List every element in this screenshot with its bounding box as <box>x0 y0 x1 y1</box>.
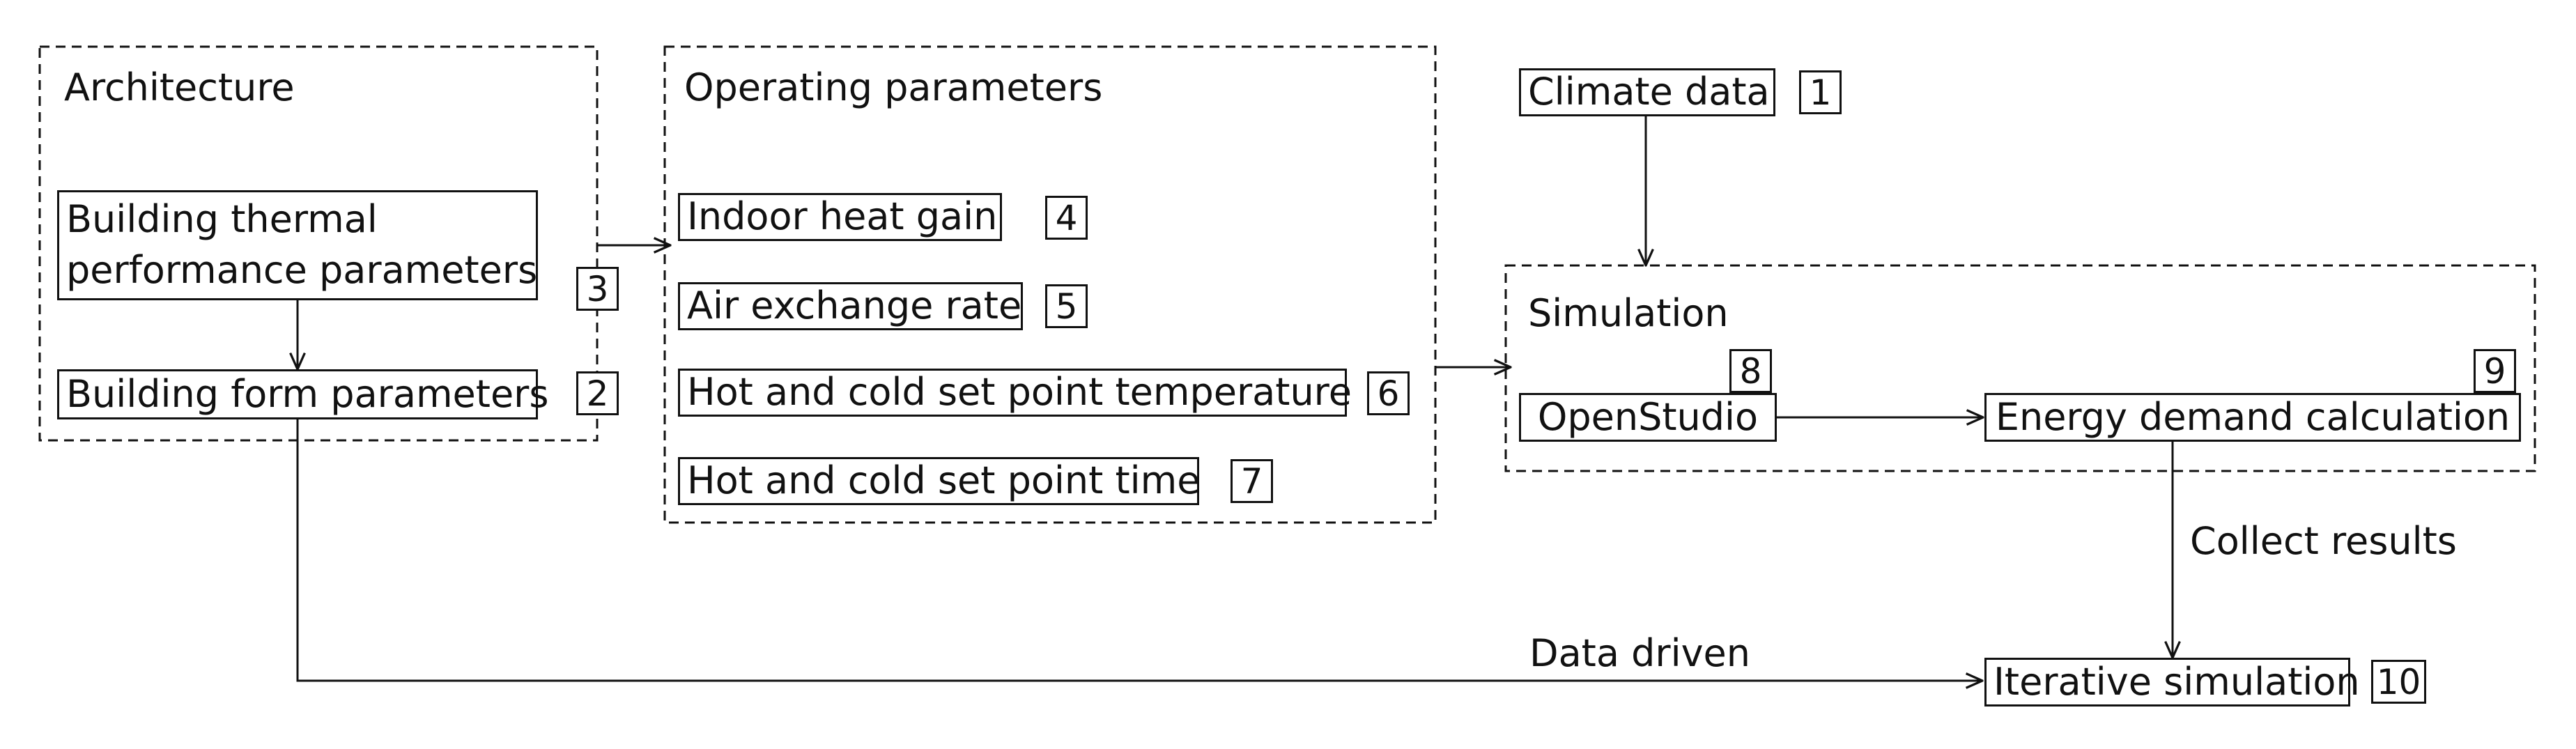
step-number-5: 5 <box>1045 284 1088 328</box>
data-driven-label: Data driven <box>1529 631 1750 675</box>
operating-group-frame <box>663 45 1437 524</box>
iterative-simulation-node: Iterative simulation <box>1984 658 2360 706</box>
simulation-group-frame <box>1504 264 2536 472</box>
iterative-simulation-label: Iterative simulation <box>1993 659 2360 704</box>
operating-group-title: Operating parameters <box>684 65 1103 109</box>
energy-demand-node: Energy demand calculation <box>1984 393 2521 442</box>
step-number-2: 2 <box>576 371 619 415</box>
thermal-parameters-line1: Building thermal <box>66 197 378 242</box>
set-point-time-label: Hot and cold set point time <box>687 458 1201 503</box>
thermal-parameters-line2: performance parameters <box>66 248 538 292</box>
step-number-1: 1 <box>1799 70 1842 114</box>
air-exchange-rate-label: Air exchange rate <box>687 284 1022 328</box>
step-number-9: 9 <box>2474 349 2516 393</box>
set-point-time-node: Hot and cold set point time <box>678 457 1201 505</box>
form-parameters-node: Building form parameters <box>57 369 549 419</box>
simulation-group-title: Simulation <box>1528 291 1729 335</box>
climate-data-node: Climate data <box>1519 68 1775 116</box>
indoor-heat-gain-node: Indoor heat gain <box>678 193 1002 241</box>
thermal-parameters-node: Building thermal performance parameters <box>57 190 538 300</box>
set-point-temperature-label: Hot and cold set point temperature <box>687 370 1352 415</box>
step-number-6: 6 <box>1367 371 1410 415</box>
set-point-temperature-node: Hot and cold set point temperature <box>678 369 1352 417</box>
indoor-heat-gain-label: Indoor heat gain <box>687 194 998 239</box>
step-number-7: 7 <box>1231 459 1273 503</box>
step-number-3: 3 <box>576 267 619 311</box>
energy-demand-label: Energy demand calculation <box>1995 394 2511 439</box>
step-number-8: 8 <box>1729 349 1772 393</box>
step-number-10: 10 <box>2371 660 2426 704</box>
air-exchange-rate-node: Air exchange rate <box>678 282 1023 330</box>
architecture-group-frame <box>38 45 599 442</box>
step-number-4: 4 <box>1045 196 1088 240</box>
architecture-group-title: Architecture <box>64 65 295 109</box>
openstudio-node: OpenStudio <box>1519 393 1777 442</box>
openstudio-label: OpenStudio <box>1537 394 1759 439</box>
climate-data-label: Climate data <box>1528 70 1770 114</box>
form-parameters-label: Building form parameters <box>66 371 549 416</box>
collect-results-label: Collect results <box>2190 519 2457 563</box>
arrow-data-driven <box>296 419 1982 681</box>
